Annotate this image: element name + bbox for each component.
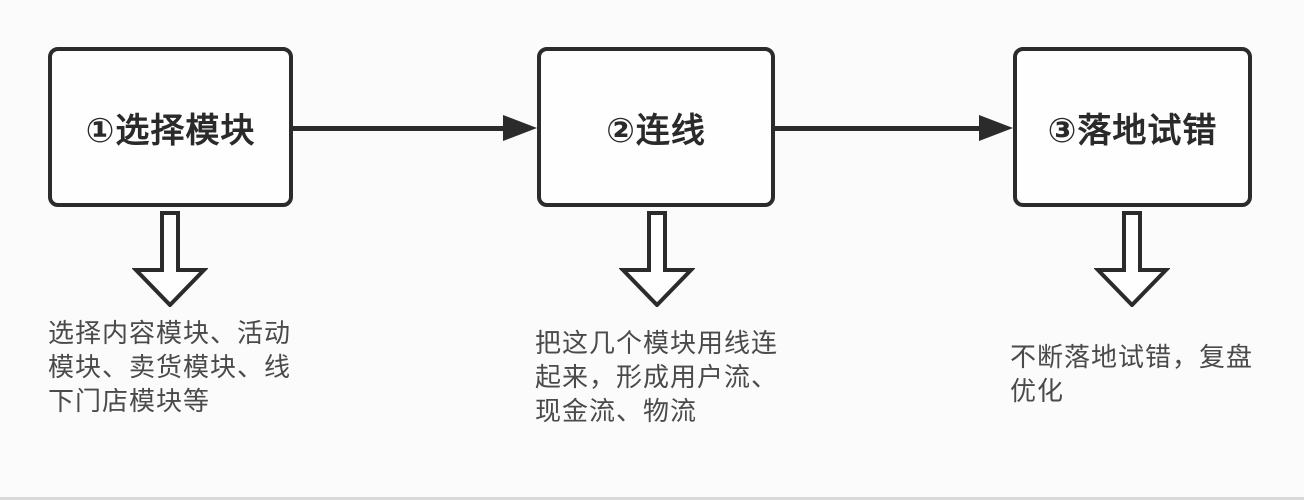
step-title-1: ①选择模块 (85, 111, 256, 150)
step-box-1: ①选择模块 (48, 47, 293, 207)
down-arrow-icon-2 (619, 211, 695, 307)
bottom-edge-line (0, 497, 1304, 500)
step-description-1: 选择内容模块、活动 模块、卖货模块、线 下门店模块等 (48, 316, 291, 418)
desc-line: 现金流、物流 (535, 396, 698, 426)
desc-line: 优化 (1010, 376, 1065, 406)
desc-line: 起来，形成用户流、 (535, 362, 779, 392)
down-arrow-icon-3 (1094, 211, 1170, 307)
down-arrow-icon-1 (132, 211, 208, 307)
desc-line: 选择内容模块、活动 (48, 318, 292, 348)
connector-line-2-3 (775, 126, 981, 131)
step-box-2: ②连线 (537, 47, 775, 207)
right-arrow-icon-1 (503, 115, 537, 141)
step-description-2: 把这几个模块用线连 起来，形成用户流、 现金流、物流 (535, 326, 778, 428)
step-description-3: 不断落地试错，复盘 优化 (1010, 340, 1253, 408)
step-title-2: ②连线 (606, 111, 706, 150)
right-arrow-icon-2 (979, 115, 1013, 141)
desc-line: 下门店模块等 (48, 386, 211, 416)
step-title-3: ③落地试错 (1047, 111, 1218, 150)
step-box-3: ③落地试错 (1013, 47, 1252, 207)
desc-line: 把这几个模块用线连 (535, 328, 779, 358)
connector-line-1-2 (293, 126, 505, 131)
desc-line: 模块、卖货模块、线 (48, 352, 292, 382)
desc-line: 不断落地试错，复盘 (1010, 342, 1254, 372)
